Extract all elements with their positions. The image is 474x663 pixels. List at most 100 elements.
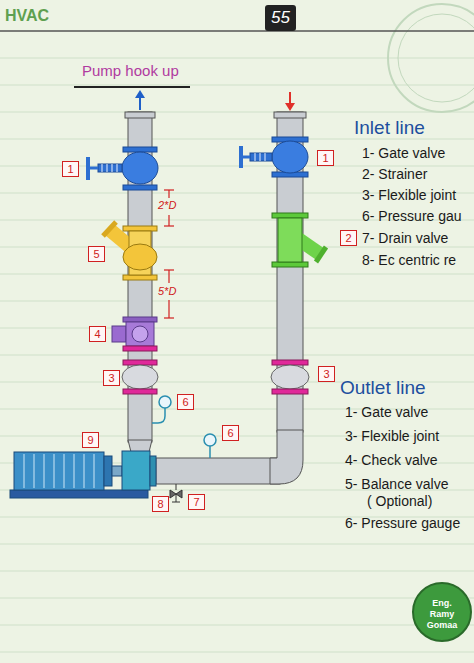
check-valve — [132, 326, 148, 342]
pressure-gauge — [152, 408, 165, 423]
part-name: 1- Gate valve — [345, 404, 428, 421]
balance-valve — [123, 226, 157, 231]
callout-number: 2 — [340, 230, 357, 246]
pump-motor — [122, 451, 150, 490]
pump-motor — [150, 456, 156, 486]
pump-motor — [84, 454, 85, 488]
ruled-line — [0, 652, 474, 653]
inlet-pipe — [270, 430, 303, 484]
diagram-title: Pump hook up — [82, 62, 179, 79]
ruled-line — [0, 598, 474, 599]
legend-heading: Inlet line — [354, 117, 425, 140]
legend-heading: Outlet line — [340, 377, 426, 400]
pump-motor — [10, 490, 148, 498]
callout-number: 3 — [318, 366, 335, 382]
ruled-line — [0, 247, 474, 248]
ruled-line — [0, 139, 474, 140]
ruled-line — [0, 355, 474, 356]
part-name: 5- Balance valve ( Optional) — [345, 476, 453, 510]
legend-heading: Outlet line — [340, 377, 426, 400]
callout-number: 5 — [88, 246, 105, 262]
gate-valve — [123, 185, 157, 190]
part-name: 6- Pressure gau — [362, 208, 462, 225]
pump-motor — [34, 454, 35, 488]
pressure-gauge — [152, 396, 171, 423]
strainer — [278, 218, 302, 262]
flow-arrow-up — [135, 90, 145, 98]
dimension-line — [168, 190, 169, 198]
callout-number: 1 — [62, 161, 79, 177]
pump-motor — [94, 454, 95, 488]
part-name: 4- Check valve — [345, 452, 438, 469]
balance-valve — [123, 244, 157, 270]
check-valve — [112, 317, 157, 346]
dimension-line — [164, 317, 174, 318]
pump-motor — [112, 466, 122, 476]
watermark-seal — [388, 4, 474, 112]
page-number: 55 — [265, 5, 296, 31]
part-name: 6- Pressure gauge — [345, 515, 460, 532]
dimension-label: 2*D — [158, 199, 176, 212]
author-badge-text: Eng. Ramy Gomaa — [420, 598, 464, 630]
pump-motor — [74, 454, 75, 488]
ruled-line — [0, 625, 474, 626]
ruled-line — [0, 85, 474, 86]
ruled-line — [0, 58, 474, 59]
check-valve — [112, 326, 126, 342]
callout-number: 3 — [103, 370, 120, 386]
drain-valve — [170, 484, 182, 502]
legend-heading: Inlet line — [354, 117, 425, 140]
balance-valve — [103, 222, 157, 280]
pump-motor — [14, 452, 104, 490]
callout-number: 1 — [317, 150, 334, 166]
flexible-joint — [123, 389, 157, 394]
callout-number: 3 — [318, 366, 335, 382]
part-name: 1- Gate valve — [345, 404, 428, 421]
ruled-line — [0, 544, 474, 545]
ruled-line — [0, 571, 474, 572]
gate-valve — [117, 164, 118, 172]
callout-number: 6 — [177, 394, 194, 410]
watermark: HVAC — [5, 6, 49, 25]
pressure-gauge — [159, 396, 171, 408]
flow-arrow-up — [135, 90, 145, 110]
outlet-pipe — [128, 440, 152, 452]
drain-valve — [176, 484, 177, 490]
check-valve — [123, 317, 157, 322]
strainer — [272, 213, 308, 218]
callout-number: 4 — [89, 326, 106, 342]
flow-arrow-down — [289, 92, 291, 104]
callout-number: 5 — [88, 246, 105, 262]
drain-valve — [176, 494, 177, 502]
author-badge — [413, 583, 471, 641]
watermark-seal — [398, 14, 474, 102]
part-name: 2- Strainer — [362, 166, 427, 183]
gate-valve — [239, 146, 243, 168]
callout-number: 2 — [340, 230, 357, 246]
callout-number: 9 — [82, 432, 99, 448]
pump-motor — [44, 454, 45, 488]
part-name: 4- Check valve — [345, 452, 438, 469]
callout-number: 6 — [222, 425, 239, 441]
strainer — [316, 247, 326, 262]
ruled-paper — [0, 58, 474, 652]
flexible-joint — [272, 360, 308, 365]
pump-motor — [64, 454, 65, 488]
part-name: 7- Drain valve — [362, 230, 448, 247]
pressure-gauge — [204, 434, 216, 446]
part-name: 2- Strainer — [362, 166, 427, 183]
check-valve — [126, 322, 154, 346]
dimension-line — [168, 215, 169, 226]
flow-arrow-up — [139, 96, 141, 110]
title-underline — [74, 86, 190, 88]
callout-number: 3 — [103, 370, 120, 386]
pressure-gauge — [204, 434, 216, 458]
dimension-line — [164, 225, 174, 226]
pressure-gauge — [209, 446, 211, 458]
ruled-line — [0, 112, 474, 113]
gate-valve — [112, 164, 113, 172]
callout-number: 1 — [62, 161, 79, 177]
diagram-title: Pump hook up — [82, 62, 179, 79]
flexible-joint — [122, 346, 158, 394]
